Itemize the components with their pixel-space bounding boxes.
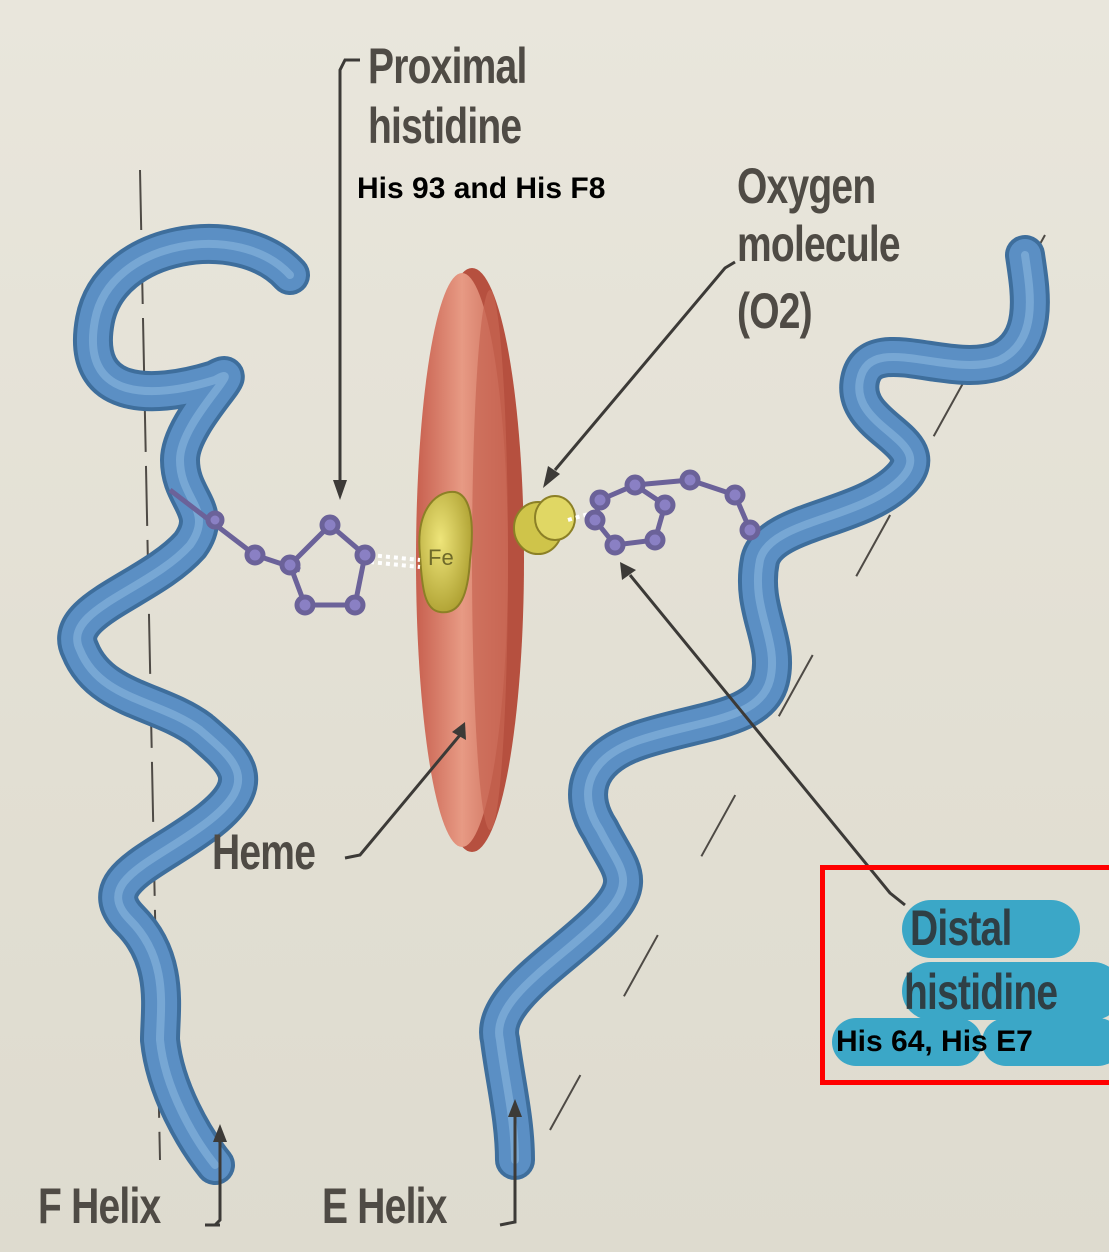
f-helix-label: F Helix [38, 1180, 160, 1232]
oxygen-molecule [514, 496, 575, 554]
distal-histidine-structure [587, 472, 758, 553]
distal-label-line2: histidine [904, 966, 1057, 1018]
oxygen-label-line1: Oxygen [737, 160, 875, 212]
f-helix-tube [77, 244, 290, 1165]
iron-label: Fe [428, 545, 454, 571]
heme-label: Heme [212, 826, 315, 878]
oxygen-label-line2: molecule [737, 218, 900, 270]
distal-label-line1: Distal [910, 902, 1012, 954]
e-helix-label: E Helix [322, 1180, 447, 1232]
oxygen-label-line3: (O2) [737, 285, 812, 337]
distal-residue-annotation: His 64, His E7 [836, 1025, 1033, 1059]
proximal-label-line2: histidine [368, 100, 521, 152]
proximal-label-line1: Proximal [368, 40, 527, 92]
proximal-residue-annotation: His 93 and His F8 [357, 172, 605, 206]
